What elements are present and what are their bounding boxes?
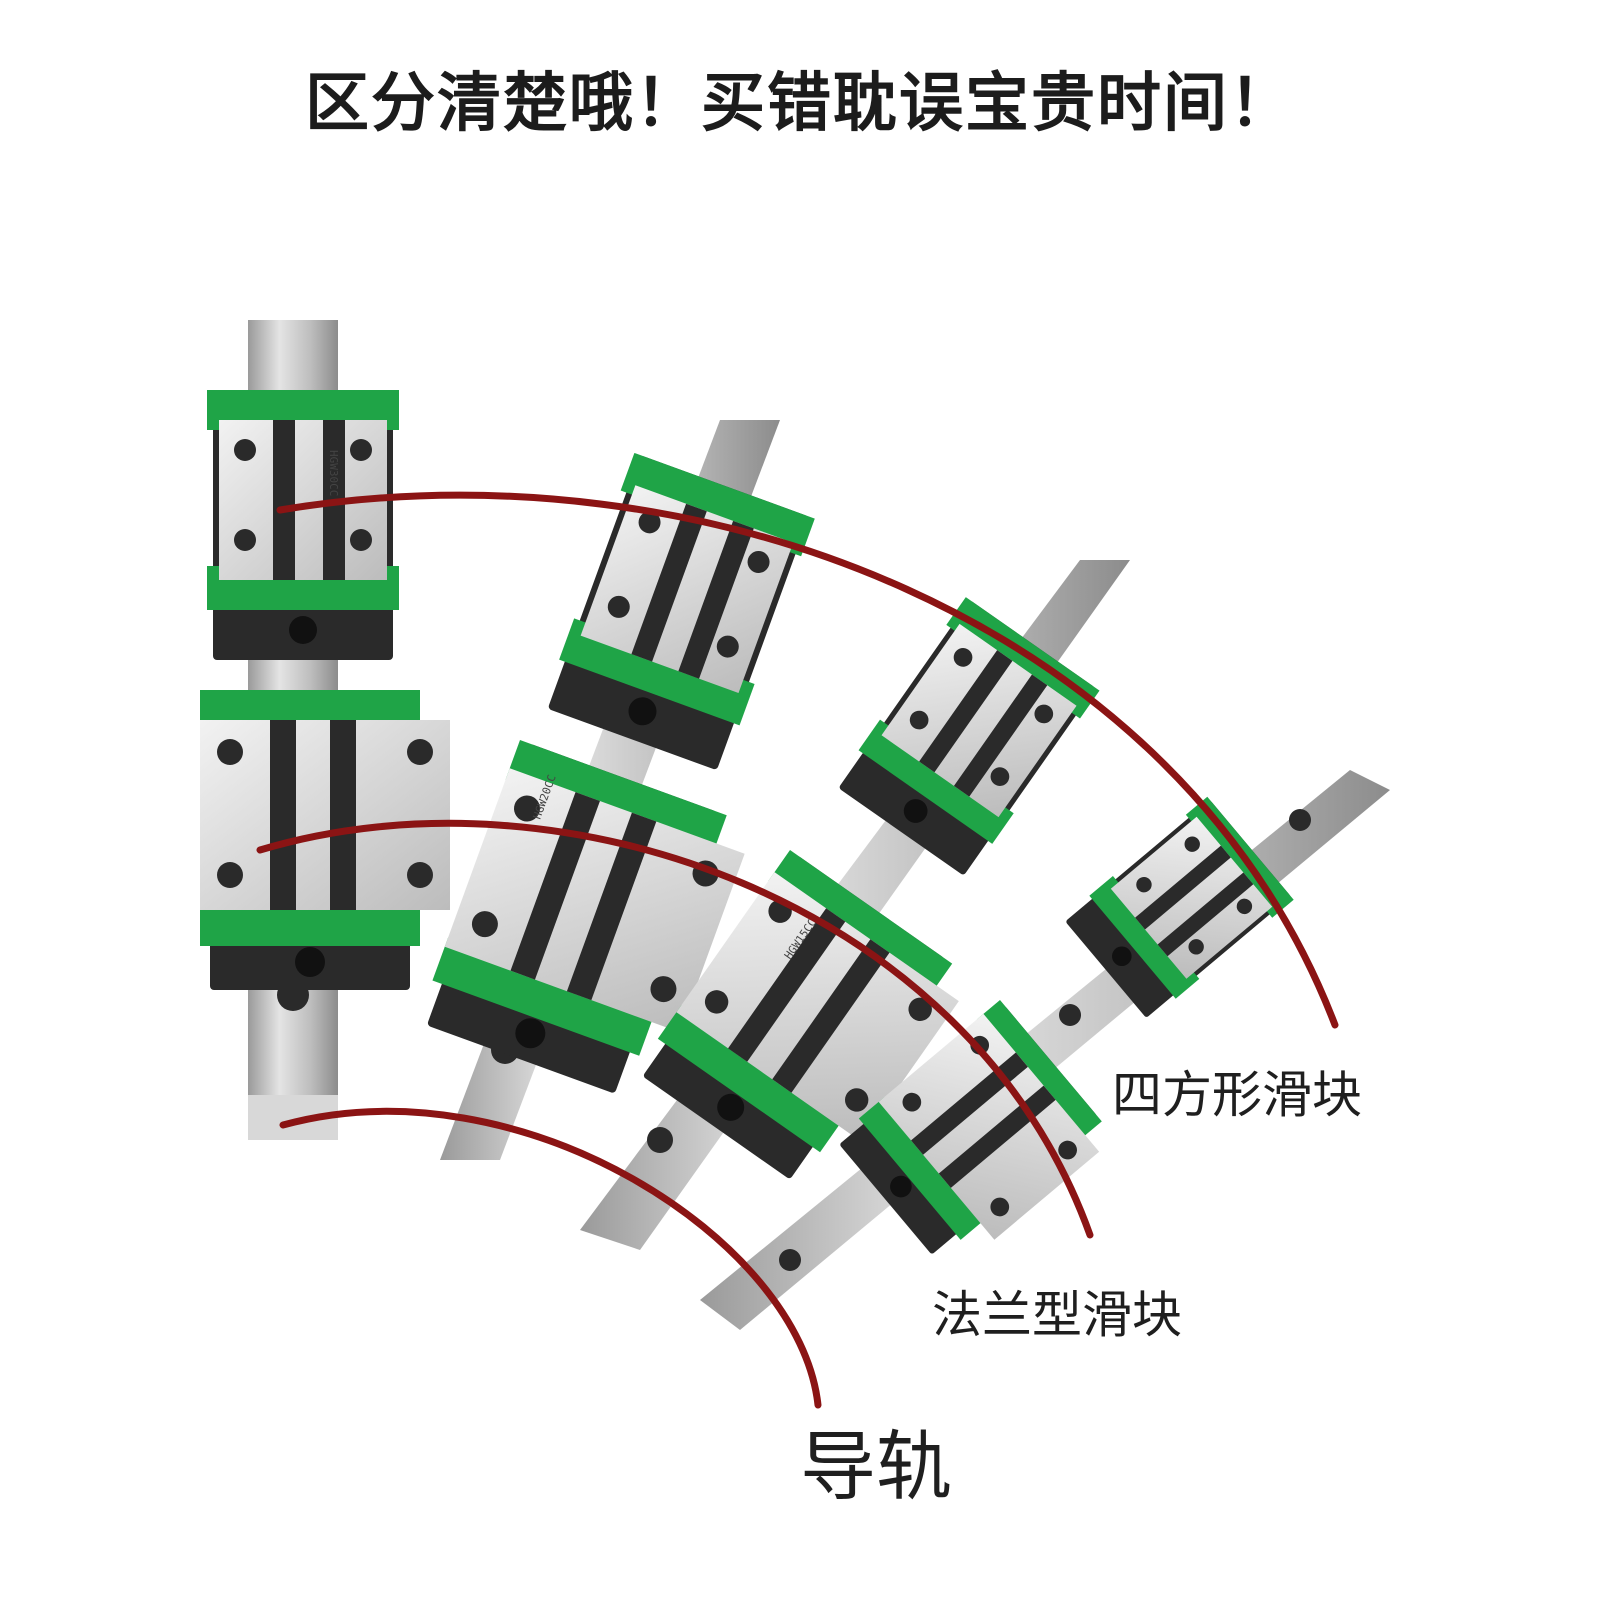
headline: 区分清楚哦！买错耽误宝贵时间！ (305, 67, 1295, 141)
flange-block-1 (200, 690, 450, 990)
callout-curve-rail (279, 1107, 822, 1409)
block-marking-1: HGW30CC (327, 450, 340, 496)
label-square-block: 四方形滑块 (1112, 1066, 1362, 1124)
flange-block-2: HGW20CC (417, 740, 755, 1108)
callout-curve-square (276, 491, 1339, 1029)
label-rail: 导轨 (800, 1422, 952, 1511)
callout-curve-flange (256, 819, 1094, 1239)
square-block-1: HGW30CC (207, 390, 399, 660)
label-flange-block: 法兰型滑块 (932, 1286, 1182, 1344)
flange-block-3: HGW15CC (635, 850, 975, 1201)
